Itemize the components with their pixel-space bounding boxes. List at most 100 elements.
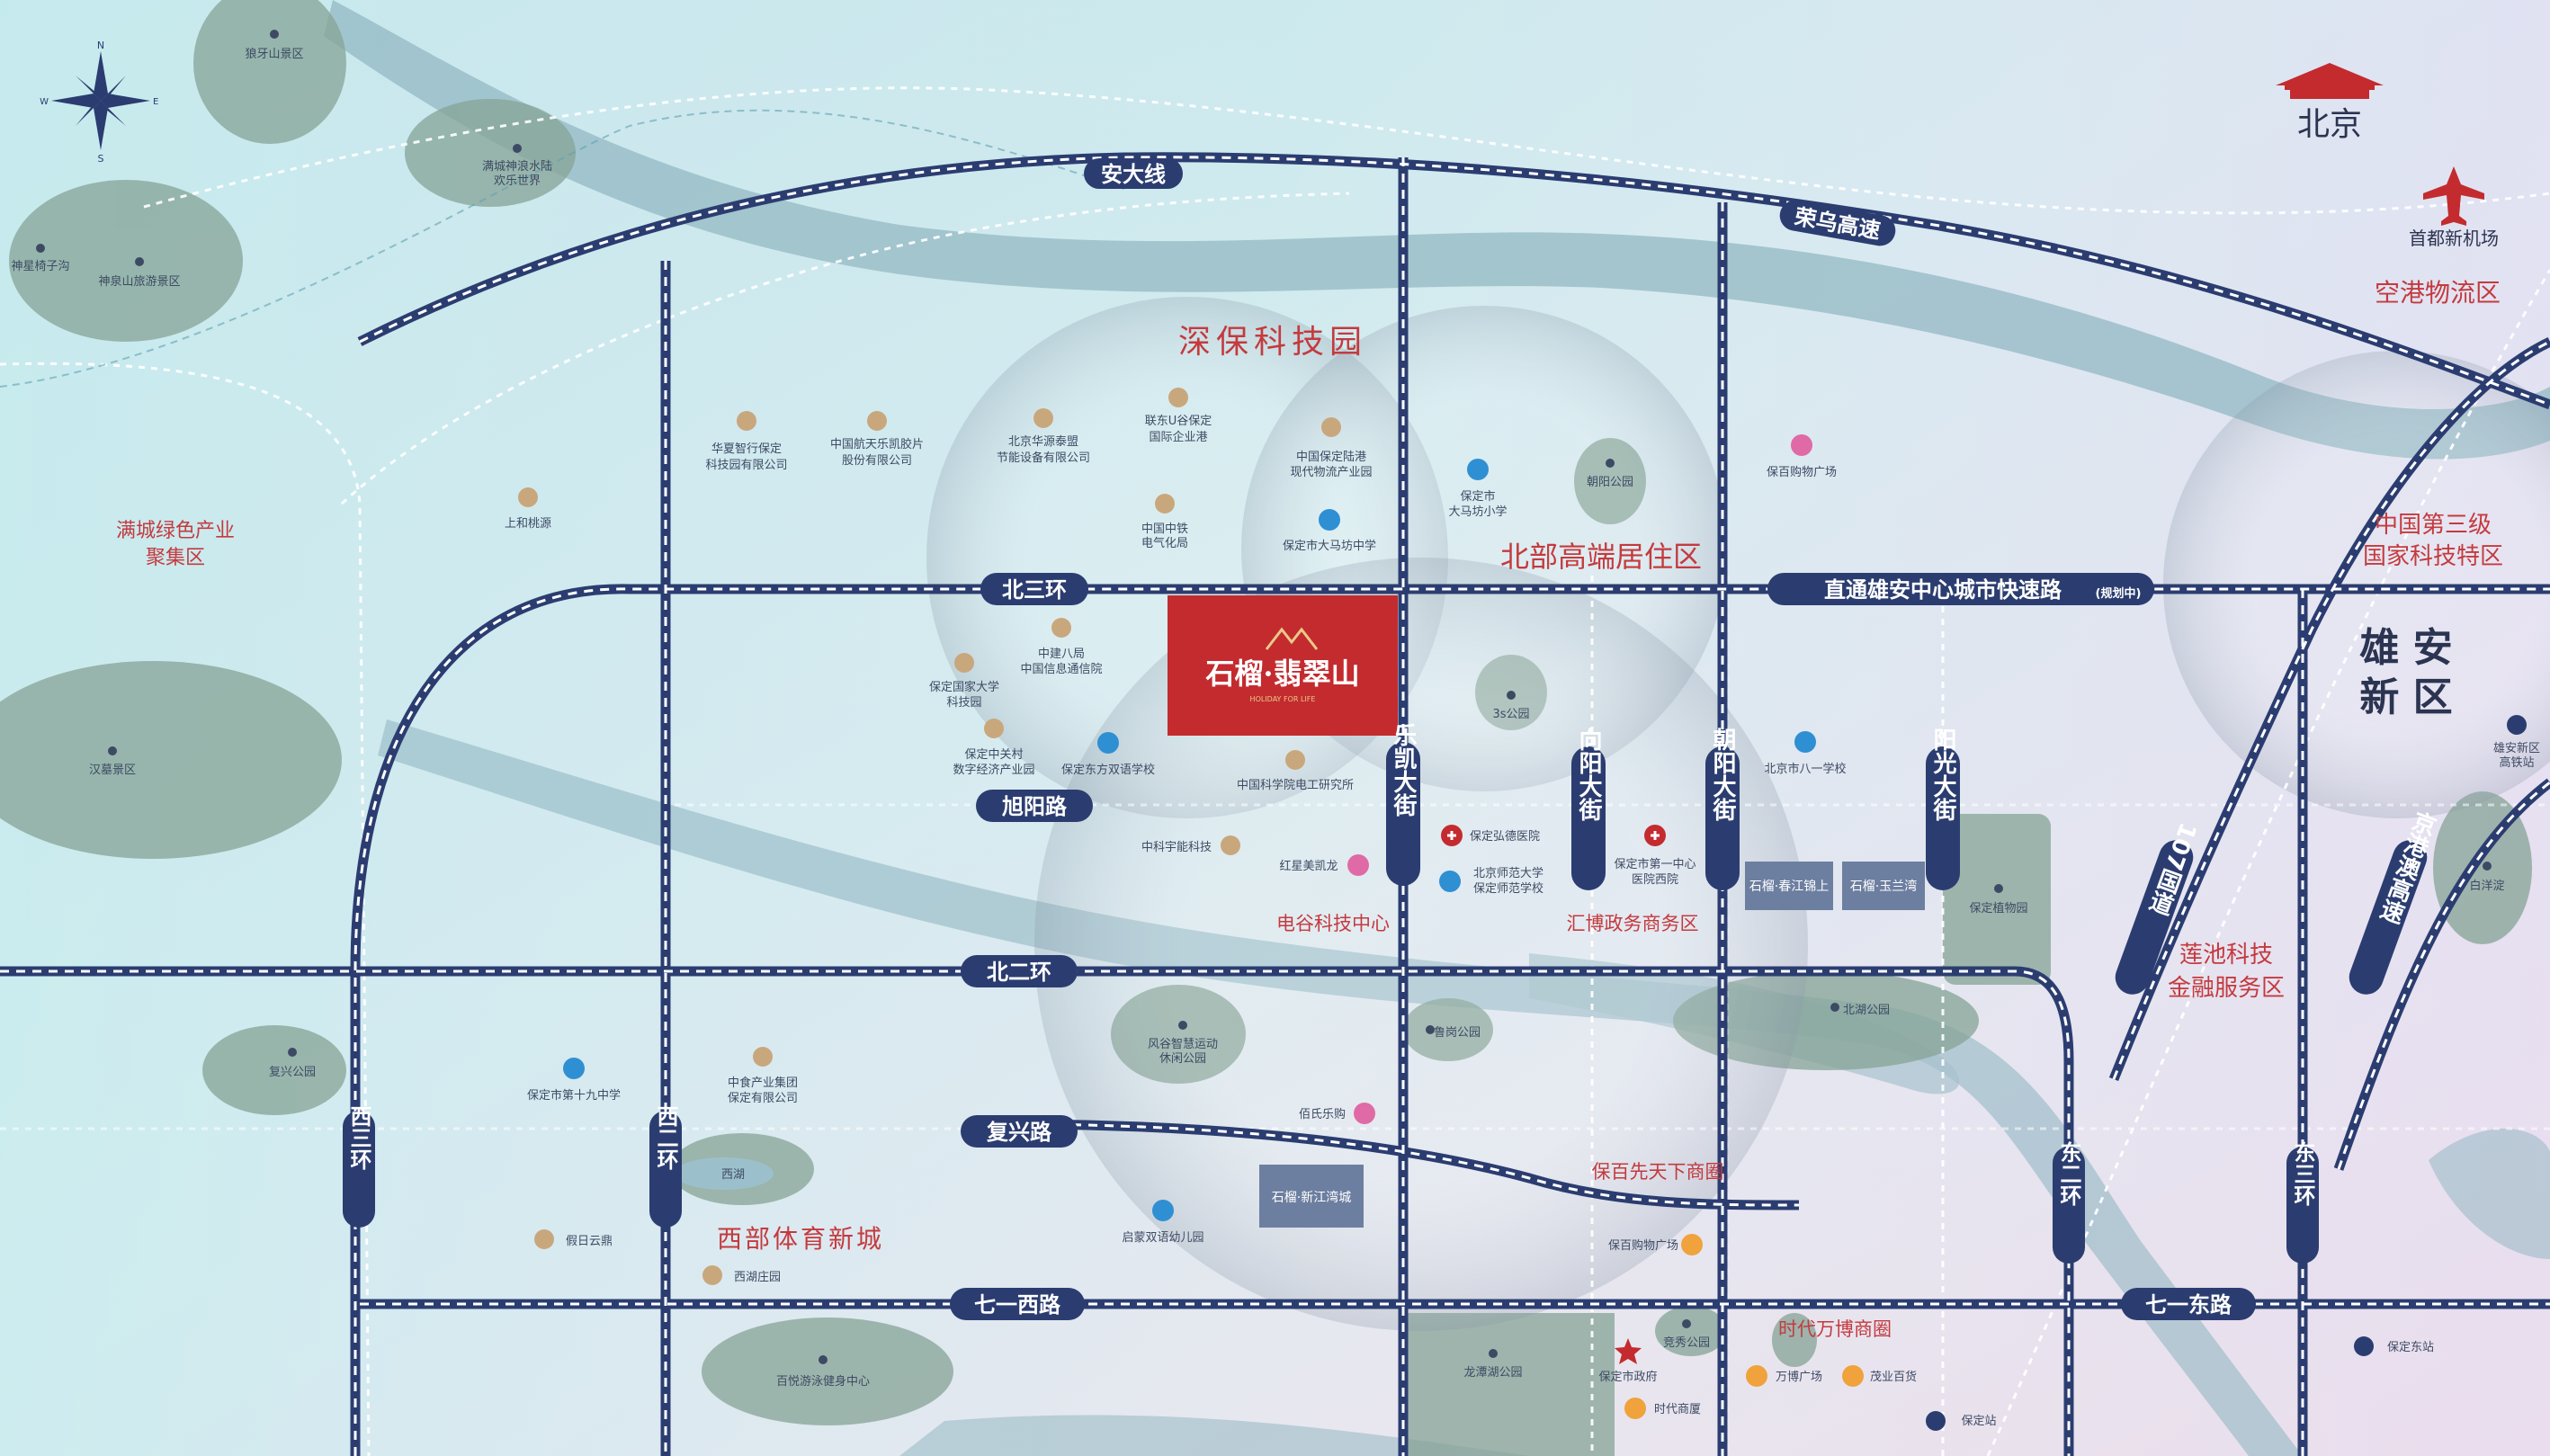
project-logo-icon: [1265, 627, 1319, 650]
area-xiongan-2: 新 区: [2359, 674, 2452, 720]
poi-labels: 华夏智行保定 科技园有限公司 中国航天乐凯胶片 股份有限公司 北京华源泰盟 节能…: [505, 415, 1373, 1284]
poi-huayuan-2: 节能设备有限公司: [997, 451, 1090, 465]
poi-zhongke: 中科宇能科技: [1141, 841, 1212, 854]
park-shenquan: 神泉山旅游景区: [98, 274, 180, 289]
station-labels: 雄安新区 高铁站 保定站 保定东站: [1961, 741, 2540, 1428]
poi-huaxia-1: 华夏智行保定: [711, 442, 782, 456]
area-lianchi-1: 莲池科技: [2179, 942, 2273, 969]
road-yangguang: 阳光大街: [1929, 728, 1957, 821]
poi-zhongtie-1: 中国中铁: [1141, 523, 1188, 536]
beijing-gate-icon: [2276, 63, 2384, 99]
park-beihu: 北湖公园: [1843, 1004, 1890, 1017]
hospital-diyi-1: 保定市第一中心: [1614, 857, 1696, 871]
park-baiyangdian: 白洋淀: [2469, 879, 2504, 893]
block-yulan: 石榴·玉兰湾: [1850, 879, 1917, 894]
road-network: [0, 152, 2550, 1456]
area-kejite-2: 国家科技特区: [2363, 543, 2503, 570]
school-qimeng: 启蒙双语幼儿园: [1122, 1231, 1203, 1245]
poi-huayuan-1: 北京华源泰盟: [1008, 435, 1078, 449]
xihu-lake: [675, 1157, 774, 1190]
park-langyashan: 狼牙山景区: [245, 48, 303, 61]
area-shenbao: 深保科技园: [1178, 324, 1367, 361]
poi-liandong-1: 联东U谷保定: [1145, 415, 1212, 428]
school-icons: [563, 459, 1816, 1221]
station-xiongan-1: 雄安新区: [2493, 741, 2540, 755]
road-fuxing: 复兴路: [986, 1120, 1052, 1145]
area-shidai: 时代万博商圈: [1778, 1318, 1892, 1340]
park-lugang: 鲁岗公园: [1434, 1026, 1481, 1040]
road-beierhuan: 北二环: [987, 960, 1051, 985]
road-qiyixi: 七一西路: [974, 1292, 1061, 1318]
shop-shidai: 时代商厦: [1654, 1403, 1701, 1416]
park-zhiwuyuan: 保定植物园: [1969, 902, 2027, 916]
airport-label: 首都新机场: [2409, 228, 2499, 249]
property-blocks: 石榴·春江锦上 石榴·玉兰湾 石榴·新江湾城: [1259, 862, 1925, 1228]
station-icons: [1926, 715, 2527, 1431]
poi-guojia-2: 科技园: [946, 696, 981, 710]
park-mancheng-1: 满城神浪水陆: [482, 159, 552, 174]
park-fuxing: 复兴公园: [269, 1066, 316, 1079]
school-shifan-2: 保定师范学校: [1473, 881, 1543, 896]
poi-zhongjian-2: 中国信息通信院: [1020, 662, 1102, 676]
park-shenxing: 神星椅子沟: [11, 260, 69, 273]
road-xiangyang: 向阳大街: [1575, 727, 1603, 821]
school-bayi: 北京市八一学校: [1764, 762, 1846, 776]
poi-lugang-1: 中国保定陆港: [1296, 450, 1366, 464]
compass-n: N: [97, 40, 104, 51]
shop-jiashi: 佰氏乐购: [1299, 1107, 1346, 1121]
poi-kexueyuan: 中国科学院电工研究所: [1237, 778, 1354, 792]
project-sub: HOLIDAY FOR LIFE: [1250, 695, 1316, 703]
area-kejite-1: 中国第三级: [2375, 512, 2492, 539]
airplane-icon: [2423, 166, 2484, 226]
block-chunjiang: 石榴·春江锦上: [1749, 879, 1829, 894]
area-baibai: 保百先天下商圈: [1592, 1161, 1724, 1183]
area-lianchi-2: 金融服务区: [2168, 975, 2285, 1002]
shop-maoye: 茂业百货: [1870, 1370, 1917, 1384]
school-damashi-2: 大马坊小学: [1448, 505, 1507, 519]
project-name: 石榴·翡翠山: [1204, 657, 1359, 691]
station-baoding: 保定站: [1961, 1415, 1996, 1428]
poi-xihuzhuang: 西湖庄园: [734, 1270, 781, 1284]
station-baodingdong: 保定东站: [2387, 1341, 2434, 1354]
compass-w: W: [40, 97, 49, 107]
road-dongerhuan: 东二环: [2056, 1140, 2081, 1206]
block-xinjiang: 石榴·新江湾城: [1272, 1190, 1351, 1205]
road-zhitong-note: (规划中): [2096, 586, 2142, 601]
poi-huaxia-2: 科技园有限公司: [705, 459, 787, 472]
area-mancheng-1: 满城绿色产业: [116, 520, 235, 542]
road-chaoyang: 朝阳大街: [1709, 727, 1737, 821]
road-qiyidong: 七一东路: [2145, 1292, 2232, 1318]
hospital-labels: 保定弘德医院 保定市第一中心 医院西院: [1470, 830, 1696, 887]
project-marker[interactable]: 石榴·翡翠山 HOLIDAY FOR LIFE: [1168, 595, 1398, 736]
area-xiongan-1: 雄 安: [2359, 625, 2452, 671]
park-jingxiu: 竞秀公园: [1663, 1335, 1710, 1350]
compass-s: S: [98, 153, 104, 165]
park-mancheng-2: 欢乐世界: [494, 174, 541, 188]
area-labels: 深保科技园 北部高端居住区 满城绿色产业 聚集区 中国第三级 国家科技特区 雄 …: [116, 278, 2503, 1340]
hospital-icons: [1441, 825, 1666, 846]
poi-zhongshi-1: 中食产业集团: [728, 1076, 798, 1090]
area-xibu: 西部体育新城: [717, 1224, 884, 1254]
poi-zhongjian-1: 中建八局: [1038, 648, 1085, 661]
poi-zhongtie-2: 电气化局: [1141, 536, 1188, 550]
shop-hongxing: 红星美凯龙: [1279, 859, 1338, 873]
shop-icons: [1347, 434, 1864, 1419]
poi-shanghe: 上和桃源: [505, 517, 551, 531]
shop-baibai2: 保百购物广场: [1608, 1238, 1678, 1253]
road-xuyang: 旭阳路: [1001, 794, 1068, 819]
poi-lugang-2: 现代物流产业园: [1290, 466, 1372, 479]
gov-star-icon: [1615, 1338, 1642, 1364]
park-3s: 3s公园: [1492, 708, 1529, 721]
park-fenggu-2: 休闲公园: [1159, 1052, 1206, 1066]
beijing-label: 北京: [2297, 106, 2362, 143]
poi-zhongguancun-2: 数字经济产业园: [953, 764, 1034, 777]
area-diangu: 电谷科技中心: [1276, 913, 1390, 934]
compass-icon: N S W E: [40, 40, 158, 165]
poi-hangtian-1: 中国航天乐凯胶片: [830, 437, 924, 451]
road-beisanhuan: 北三环: [1002, 577, 1067, 603]
road-lekai: 乐凯大街: [1390, 723, 1418, 817]
road-xierhuan: 西二环: [653, 1105, 678, 1170]
school-damazhong: 保定市大马坊中学: [1283, 539, 1376, 553]
compass-e: E: [153, 97, 158, 107]
